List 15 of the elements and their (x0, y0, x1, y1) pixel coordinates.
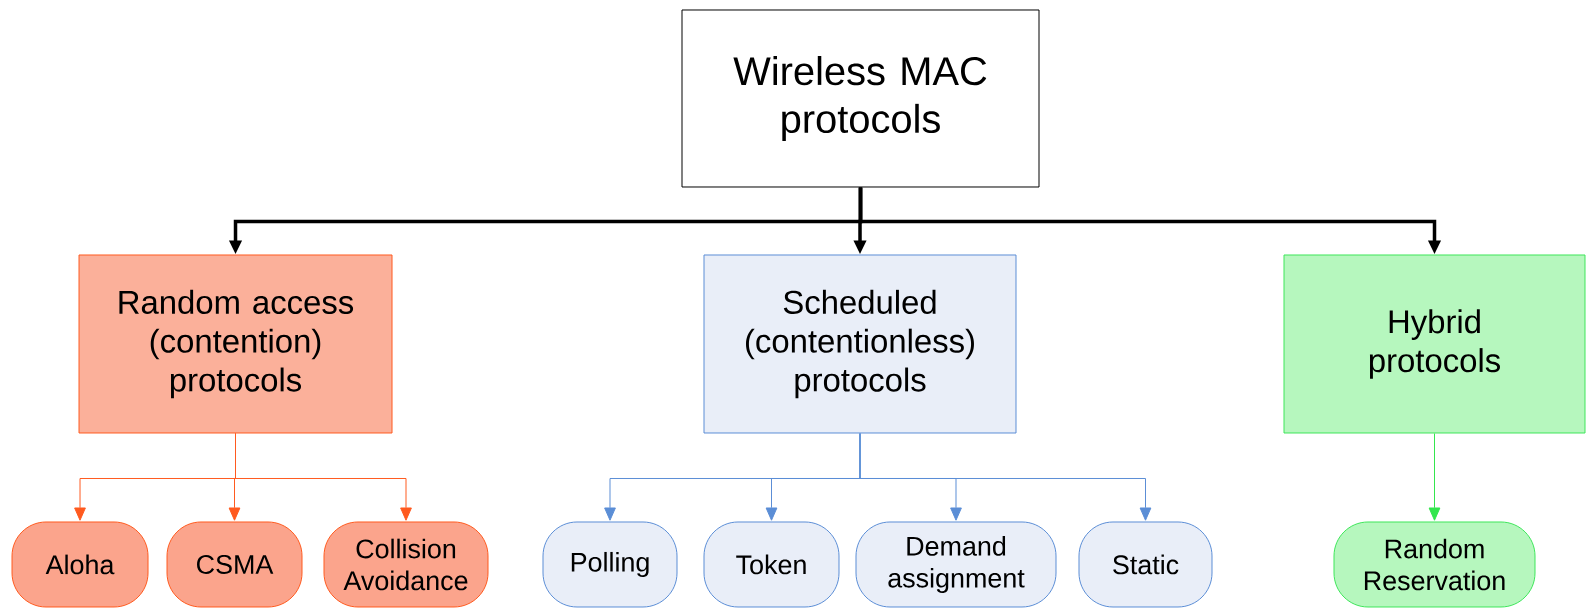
title-box: Wireless MAC protocols (681, 9, 1040, 188)
protocol-pill: Demand assignment (855, 521, 1057, 608)
protocol-pill: Random Reservation (1333, 521, 1536, 608)
category-box: Random access (contention) protocols (78, 254, 393, 434)
protocol-pill: Polling (542, 521, 678, 608)
category-box: Scheduled (contentionless) protocols (703, 254, 1017, 434)
protocol-pill: CSMA (166, 521, 303, 608)
protocol-pill: Token (703, 521, 840, 608)
protocol-pill: Aloha (11, 521, 149, 608)
protocol-pill: Static (1078, 521, 1213, 608)
arrow (235, 433, 412, 521)
protocol-pill: Collision Avoidance (323, 521, 489, 608)
category-box: Hybrid protocols (1283, 254, 1586, 434)
arrow (1428, 433, 1441, 521)
arrow (859, 433, 1152, 521)
